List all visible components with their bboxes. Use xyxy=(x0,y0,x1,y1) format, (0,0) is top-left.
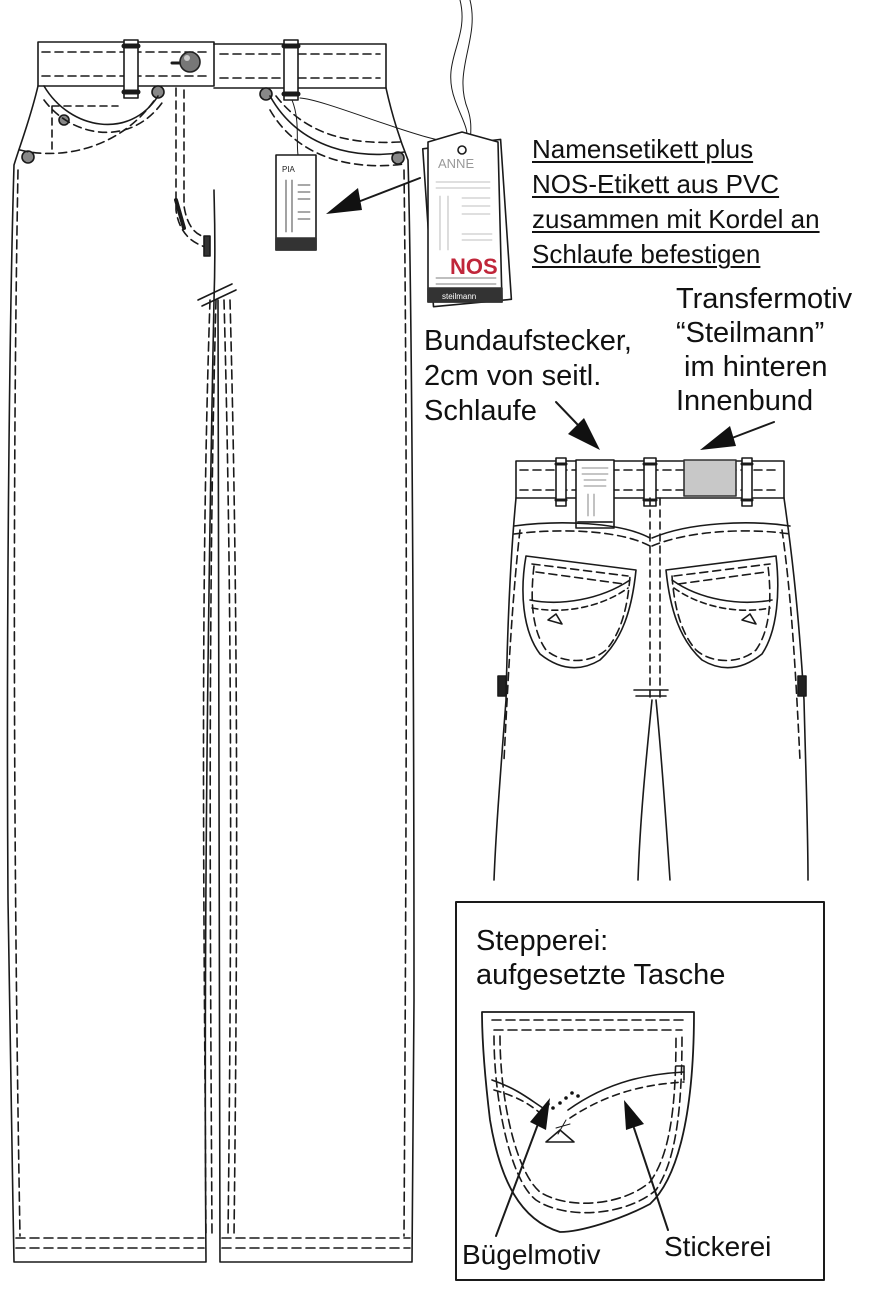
detail-box xyxy=(455,901,825,1281)
hangtag-instruction-line-1: Namensetikett plus xyxy=(532,134,754,164)
large-hangtag-badge: NOS xyxy=(450,254,498,279)
detail-box-title-line-2: aufgesetzte Tasche xyxy=(476,959,726,991)
hangtag-instruction-line-4: Schlaufe befestigen xyxy=(532,239,761,269)
front-belt-loops xyxy=(121,39,301,101)
waistband-tag-line-3: Schlaufe xyxy=(424,395,537,427)
hangtag-instruction-line-3: zusammen mit Kordel an xyxy=(532,204,820,234)
detail-box-title: Stepperei: aufgesetzte Tasche xyxy=(476,924,725,992)
detail-box-title-line-1: Stepperei: xyxy=(476,925,609,957)
front-small-hangtag: PIA xyxy=(275,99,317,251)
transfer-motif-label: Transfermotiv “Steilmann” im hinteren In… xyxy=(676,282,852,418)
back-right-pocket xyxy=(665,555,779,669)
label-buegelmotiv: Bügelmotiv xyxy=(462,1239,601,1270)
arrow-transfer-motif xyxy=(700,421,775,450)
front-waistband xyxy=(37,41,387,89)
back-view-jeans xyxy=(493,457,809,881)
front-rivets xyxy=(21,85,405,165)
arrow-waistband-tag xyxy=(555,401,600,450)
front-view-jeans xyxy=(6,39,415,1263)
transfer-motif-line-4: Innenbund xyxy=(676,385,814,417)
transfer-motif-line-1: Transfermotiv xyxy=(676,283,853,315)
front-right-leg-outline xyxy=(217,87,415,1263)
large-hangtag-brand: ANNE xyxy=(438,156,474,171)
small-hangtag-name: PIA xyxy=(282,165,296,174)
back-left-pocket xyxy=(522,555,637,669)
hangtag-set: ANNE NOS steilmann xyxy=(299,0,513,308)
transfer-motif-patch xyxy=(683,459,737,497)
waistband-tag-line-2: 2cm von seitl. xyxy=(424,360,602,392)
waistband-tag-label: Bundaufstecker, 2cm von seitl. Schlaufe xyxy=(424,324,632,429)
label-stickerei: Stickerei xyxy=(664,1231,772,1262)
hangtag-instruction-line-2: NOS-Etikett aus PVC xyxy=(532,169,780,199)
waistband-tag-line-1: Bundaufstecker, xyxy=(424,325,632,357)
transfer-motif-line-3: im hinteren xyxy=(676,351,828,383)
arrow-hangtag xyxy=(326,177,421,214)
front-button xyxy=(170,51,201,73)
large-hangtag-logo: steilmann xyxy=(442,292,476,301)
front-left-leg-outline xyxy=(6,85,216,1263)
waistband-tag xyxy=(575,459,615,529)
hangtag-instruction-label: Namensetikett plus NOS-Etikett aus PVC z… xyxy=(532,132,820,272)
transfer-motif-line-2: “Steilmann” xyxy=(676,317,825,349)
